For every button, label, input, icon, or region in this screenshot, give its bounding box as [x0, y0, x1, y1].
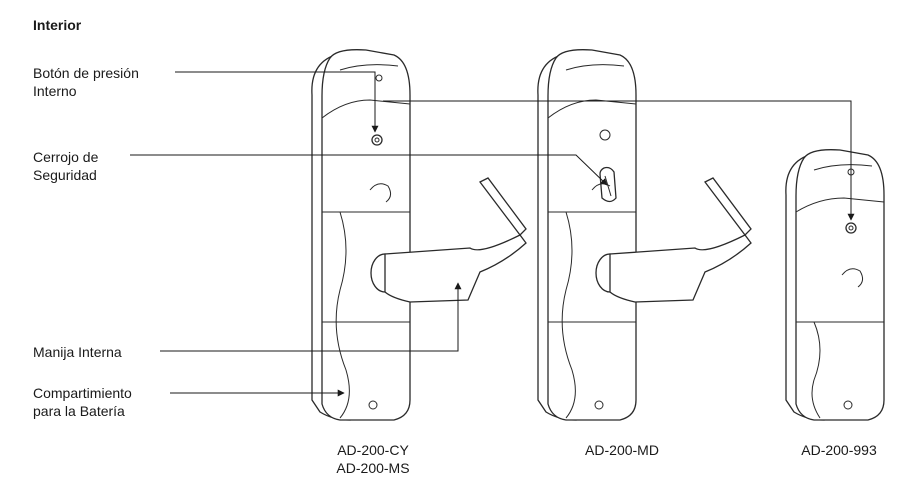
- push-button-993-icon: [845, 222, 857, 234]
- leader-push-button: [175, 71, 379, 133]
- lock-md-cap-edge: [547, 99, 637, 119]
- callout-interior-lever: Manija Interna: [33, 343, 122, 361]
- model-label-993-line1: AD-200-993: [801, 442, 877, 458]
- lock-md-cylinder: [599, 129, 611, 141]
- lock-cy-top-screw: [375, 74, 383, 82]
- diagram-title: Interior: [33, 17, 82, 33]
- callout-push-button-line2: Interno: [33, 83, 77, 99]
- lock-993-front: [795, 149, 885, 421]
- callout-deadbolt-line1: Cerrojo de: [33, 149, 99, 165]
- leader-push-button-993: [383, 100, 855, 221]
- lock-993-cap-ridge: [813, 164, 873, 171]
- model-label-cy-ms: AD-200-CY AD-200-MS: [318, 441, 428, 477]
- model-label-993: AD-200-993: [784, 441, 894, 459]
- lock-cy-cap-ridge: [339, 64, 399, 71]
- push-button-icon: [371, 134, 383, 146]
- leader-deadbolt: [130, 154, 608, 186]
- callout-interior-lever-line1: Manija Interna: [33, 344, 122, 360]
- lock-md-front: [547, 49, 637, 421]
- lock-993-notch: [841, 268, 864, 288]
- lock-cy-cap-edge: [321, 99, 411, 119]
- lever-handle-icon: [370, 177, 527, 303]
- model-label-md: AD-200-MD: [567, 441, 677, 459]
- lock-md-battery-screw: [594, 400, 604, 410]
- lever-handle-md-icon: [595, 177, 752, 303]
- model-label-ms: AD-200-MS: [336, 460, 410, 476]
- lock-cy-contour: [335, 211, 350, 419]
- model-label-md-line1: AD-200-MD: [585, 442, 659, 458]
- model-label-cy: AD-200-CY: [337, 442, 409, 458]
- battery-cover-icon: [368, 400, 378, 410]
- lock-md-cap-ridge: [565, 64, 625, 71]
- lock-993-contour: [811, 321, 821, 419]
- lock-993-battery-screw: [843, 400, 853, 410]
- callout-push-button-line1: Botón de presión: [33, 65, 139, 81]
- lock-993: [785, 149, 885, 421]
- lock-md: [537, 49, 752, 421]
- callout-deadbolt-line2: Seguridad: [33, 167, 97, 183]
- callout-push-button: Botón de presión Interno: [33, 64, 139, 100]
- callout-deadbolt: Cerrojo de Seguridad: [33, 148, 98, 184]
- lock-993-cap-edge: [795, 197, 885, 213]
- lock-md-contour: [561, 211, 576, 419]
- lock-cy-notch: [369, 183, 392, 203]
- lock-cy-front: [321, 49, 411, 421]
- callout-battery-compartment: Compartimiento para la Batería: [33, 384, 132, 420]
- callout-battery-compartment-line2: para la Batería: [33, 403, 125, 419]
- lock-cy-ms: [311, 49, 527, 421]
- leader-interior-lever: [160, 282, 462, 352]
- callout-battery-compartment-line1: Compartimiento: [33, 385, 132, 401]
